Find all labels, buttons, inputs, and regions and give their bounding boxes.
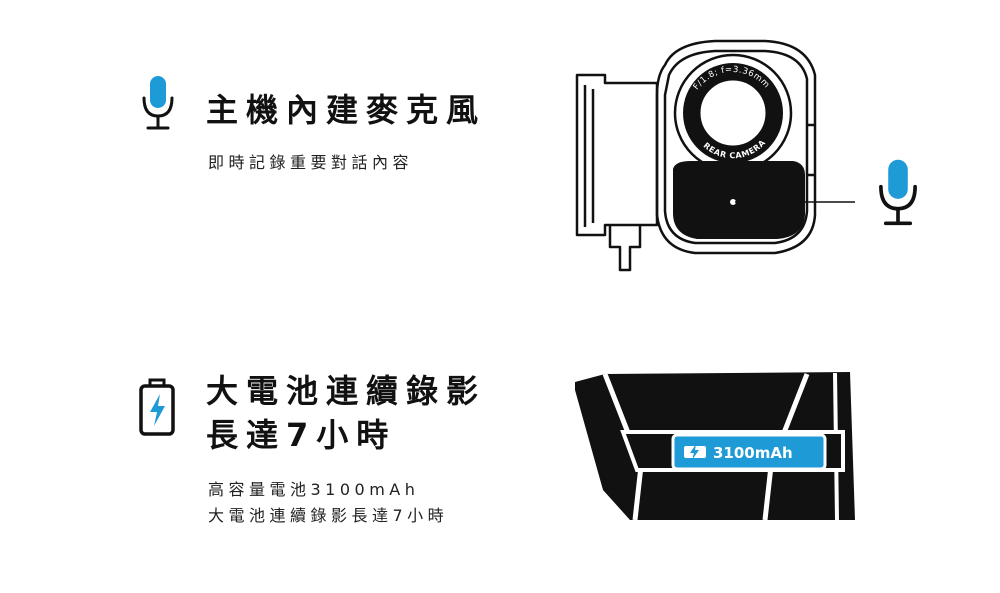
- description-line: 大電池連續錄影長達7小時: [208, 506, 449, 525]
- battery-illustration: 3100mAh: [575, 372, 855, 521]
- microphone-icon: [142, 76, 174, 130]
- rear-camera-illustration: F/1.8; f=3.36mm REAR CAMERA: [575, 39, 855, 272]
- description-line: 高容量電池3100mAh: [208, 480, 420, 499]
- heading-line: 長達7小時: [206, 416, 397, 454]
- feature-heading: 主機內建麥克風: [206, 88, 486, 132]
- description-line: 即時記錄重要對話內容: [208, 153, 414, 172]
- feature-description: 即時記錄重要對話內容: [208, 150, 413, 176]
- feature-heading: 大電池連續錄影 長達7小時: [206, 369, 486, 457]
- feature-microphone: 主機內建麥克風 即時記錄重要對話內容 F/1.8; f=3.36mm: [142, 39, 917, 272]
- feature-description: 高容量電池3100mAh 大電池連續錄影長達7小時: [208, 477, 448, 529]
- battery-capacity-label: 3100mAh: [713, 444, 793, 462]
- feature-battery: 大電池連續錄影 長達7小時 高容量電池3100mAh 大電池連續錄影長達7小時 …: [0, 300, 1000, 593]
- heading-line: 主機內建麥克風: [206, 91, 487, 129]
- microphone-callout-icon: [879, 159, 917, 226]
- battery-bolt-icon: [684, 444, 706, 460]
- heading-line: 大電池連續錄影: [206, 372, 487, 410]
- battery-charging-icon: [139, 378, 175, 436]
